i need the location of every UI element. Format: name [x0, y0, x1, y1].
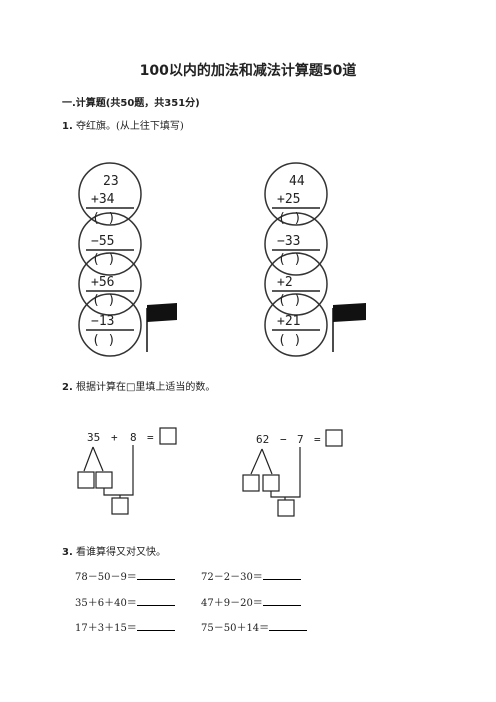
answer-blank[interactable]	[136, 570, 175, 580]
ladder-2-start: 44	[289, 174, 305, 189]
drill-row-1b: 72－2－30＝	[201, 568, 301, 583]
question-3: 3. 看谁算得又对又快。	[62, 543, 166, 558]
eq2-eq: =	[314, 433, 321, 446]
drill-row-3b: 75－50＋14＝	[201, 619, 308, 634]
answer-blank[interactable]	[262, 570, 301, 580]
eq2-answer-box	[325, 429, 343, 447]
eq1-part-box-1	[77, 471, 95, 489]
ladder-2-step-1: +25	[277, 192, 300, 207]
ladder-circle	[78, 293, 142, 357]
eq1-eq: =	[147, 431, 154, 444]
drill-problem: 72－2－30＝	[201, 572, 263, 583]
eq2-b: 7	[297, 433, 304, 446]
drill-problem: 35＋6＋40＝	[75, 598, 137, 609]
page-title: 100以内的加法和减法计算题50道	[139, 63, 357, 79]
flag-2-icon	[332, 303, 366, 352]
eq2-part-box-2	[262, 474, 280, 492]
question-3-number: 3.	[62, 547, 73, 558]
ladder-circle	[264, 212, 328, 276]
ladder-1-blank-2: ( )	[92, 252, 115, 267]
ladder-1-step-3: +56	[91, 275, 114, 290]
ladder-1-blank-3: ( )	[92, 293, 115, 308]
ladder-2-blank-4: ( )	[278, 333, 301, 348]
ladder-2	[264, 162, 328, 357]
drill-row-1: 78－50－9＝	[75, 568, 175, 583]
drill-row-3: 17＋3＋15＝	[75, 619, 175, 634]
eq2-split-lines	[250, 448, 273, 475]
answer-blank[interactable]	[136, 621, 175, 631]
eq2-part-box-1	[242, 474, 260, 492]
ladder-circle	[78, 212, 142, 276]
ladder-2-blank-3: ( )	[278, 293, 301, 308]
question-1-number: 1.	[62, 121, 73, 132]
eq1-answer-box	[159, 427, 177, 445]
ladder-circle	[264, 252, 328, 316]
section-heading: 一.计算题(共50题，共351分)	[62, 98, 200, 109]
ladder-circle	[78, 162, 142, 226]
question-1: 1. 夺红旗。(从上往下填写)	[62, 117, 184, 132]
ladder-1-step-4: −13	[91, 314, 114, 329]
eq2-combine-lines	[270, 447, 301, 498]
answer-blank[interactable]	[136, 596, 175, 606]
eq2-a: 62	[256, 433, 269, 446]
ladder-2-step-4: +21	[277, 314, 300, 329]
answer-blank[interactable]	[262, 596, 301, 606]
question-2: 2. 根据计算在□里填上适当的数。	[62, 378, 215, 393]
eq1-split-lines	[83, 446, 104, 472]
eq1-b: 8	[130, 431, 137, 444]
drill-problem: 78－50－9＝	[75, 572, 137, 583]
question-2-text: 根据计算在□里填上适当的数。	[75, 382, 216, 393]
ladder-1-step-2: −55	[91, 234, 114, 249]
eq1-a: 35	[87, 431, 100, 444]
answer-blank[interactable]	[269, 621, 308, 631]
ladder-2-step-2: −33	[277, 234, 300, 249]
ladder-1-blank-1: ( )	[92, 211, 115, 226]
question-2-number: 2.	[62, 382, 73, 393]
drill-row-2b: 47＋9－20＝	[201, 594, 301, 609]
ladder-circle	[264, 162, 328, 226]
drill-row-2: 35＋6＋40＝	[75, 594, 175, 609]
eq2-op: −	[280, 433, 287, 446]
ladder-circle	[78, 252, 142, 316]
ladder-1-blank-4: ( )	[92, 333, 115, 348]
ladder-1	[78, 162, 142, 357]
ladder-1-step-1: +34	[91, 192, 115, 207]
drill-problem: 47＋9－20＝	[201, 598, 263, 609]
eq1-result-box	[111, 497, 129, 515]
ladder-2-blank-1: ( )	[278, 211, 301, 226]
question-1-text: 夺红旗。(从上往下填写)	[75, 121, 184, 132]
ladder-2-step-3: +2	[277, 275, 293, 290]
eq2-result-box	[277, 499, 295, 517]
eq1-op: +	[111, 431, 118, 444]
drill-problem: 75－50＋14＝	[201, 623, 270, 634]
ladder-2-blank-2: ( )	[278, 252, 301, 267]
question-3-text: 看谁算得又对又快。	[75, 547, 166, 558]
eq1-combine-lines	[103, 445, 134, 496]
eq1-part-box-2	[95, 471, 113, 489]
flag-1-icon	[146, 303, 177, 352]
ladder-circle	[264, 293, 328, 357]
drill-problem: 17＋3＋15＝	[75, 623, 137, 634]
ladder-1-start: 23	[103, 174, 119, 189]
